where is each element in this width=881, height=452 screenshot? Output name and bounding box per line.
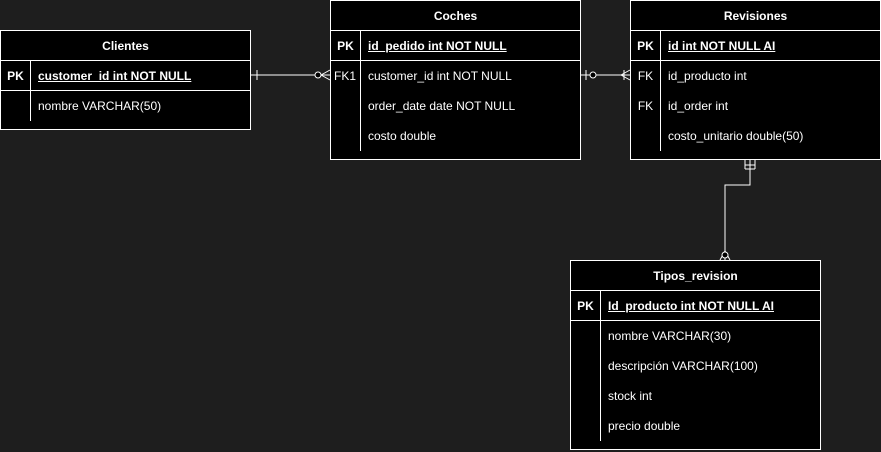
- attribute-name: costo_unitario double(50): [668, 129, 804, 143]
- key-label: PK: [331, 31, 361, 60]
- attribute-row: PK id_pedido int NOT NULL: [331, 31, 580, 61]
- attribute-name: costo double: [368, 129, 437, 143]
- attribute-name: precio double: [608, 419, 681, 433]
- key-label: [571, 351, 601, 381]
- attribute-row: descripción VARCHAR(100): [571, 351, 820, 381]
- entity-title: Revisiones: [631, 1, 880, 31]
- entity-revisiones[interactable]: Revisiones PK id int NOT NULL AI FK id_p…: [630, 0, 881, 160]
- attribute-row: stock int: [571, 381, 820, 411]
- attribute-row: PK Id_producto int NOT NULL AI: [571, 291, 820, 321]
- attribute-row: order_date date NOT NULL: [331, 91, 580, 121]
- attribute-name: nombre VARCHAR(30): [608, 329, 732, 343]
- attribute-name: id_pedido int NOT NULL: [368, 39, 507, 53]
- key-label: [631, 121, 661, 151]
- key-label: [571, 321, 601, 351]
- key-label: FK: [631, 91, 661, 121]
- attribute-row: costo_unitario double(50): [631, 121, 880, 151]
- attribute-name: descripción VARCHAR(100): [608, 359, 758, 373]
- attribute-name: id int NOT NULL AI: [668, 39, 776, 53]
- attribute-row: FK1 customer_id int NOT NULL: [331, 61, 580, 91]
- key-label: PK: [1, 61, 31, 90]
- attribute-name: Id_producto int NOT NULL AI: [608, 299, 774, 313]
- rel-clientes-coches[interactable]: [251, 69, 331, 81]
- key-label: [1, 91, 31, 121]
- rel-coches-revisiones[interactable]: [581, 69, 631, 81]
- attribute-name: stock int: [608, 389, 653, 403]
- attribute-name: order_date date NOT NULL: [368, 99, 516, 113]
- key-label: [331, 91, 361, 121]
- attribute-row: PK customer_id int NOT NULL: [1, 61, 250, 91]
- attribute-name: id_order int: [668, 99, 729, 113]
- attribute-name: id_producto int: [668, 69, 747, 83]
- entity-tipos-revision[interactable]: Tipos_revision PK Id_producto int NOT NU…: [570, 260, 821, 450]
- attribute-row: FK id_order int: [631, 91, 880, 121]
- attribute-name: customer_id int NOT NULL: [368, 69, 512, 83]
- entity-title: Coches: [331, 1, 580, 31]
- key-label: FK1: [331, 61, 361, 91]
- entity-title: Clientes: [1, 31, 250, 61]
- attribute-name: nombre VARCHAR(50): [38, 99, 162, 113]
- key-label: FK: [631, 61, 661, 91]
- attribute-row: precio double: [571, 411, 820, 441]
- key-label: [331, 121, 361, 151]
- key-label: [571, 411, 601, 441]
- entity-clientes[interactable]: Clientes PK customer_id int NOT NULL nom…: [0, 30, 251, 130]
- attribute-row: costo double: [331, 121, 580, 151]
- attribute-row: FK id_producto int: [631, 61, 880, 91]
- rel-revisiones-tipos[interactable]: [719, 160, 756, 261]
- entity-coches[interactable]: Coches PK id_pedido int NOT NULL FK1 cus…: [330, 0, 581, 160]
- key-label: PK: [571, 291, 601, 320]
- key-label: [571, 381, 601, 411]
- attribute-name: customer_id int NOT NULL: [38, 69, 192, 83]
- attribute-row: PK id int NOT NULL AI: [631, 31, 880, 61]
- attribute-row: nombre VARCHAR(30): [571, 321, 820, 351]
- entity-title: Tipos_revision: [571, 261, 820, 291]
- attribute-row: nombre VARCHAR(50): [1, 91, 250, 121]
- key-label: PK: [631, 31, 661, 60]
